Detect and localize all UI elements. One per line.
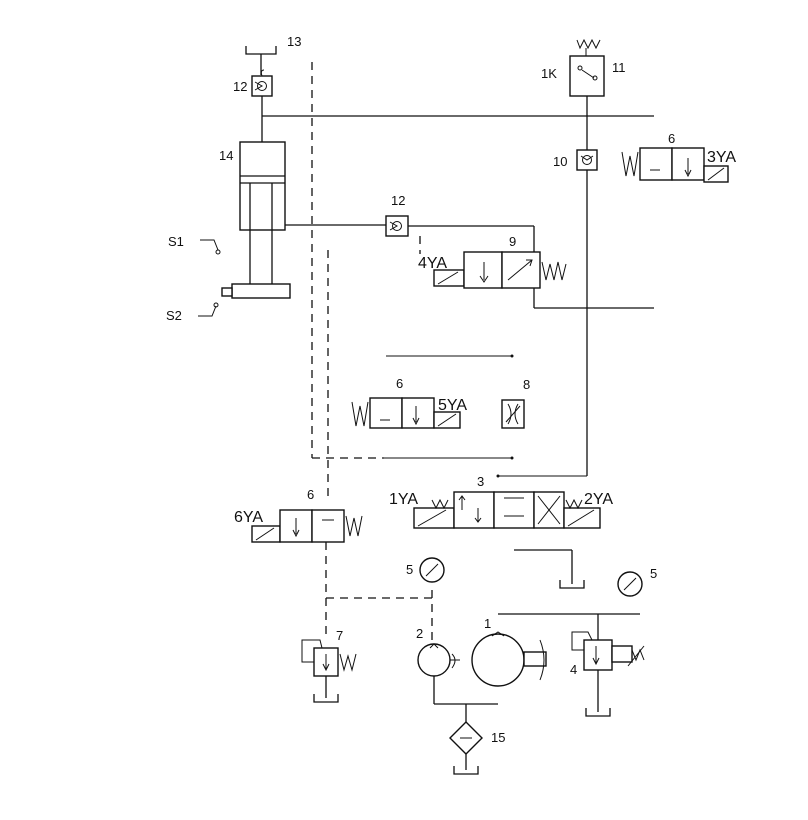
pressure-gauge-5-left (419, 557, 445, 583)
tank-13 (245, 46, 277, 75)
label-2ya: 2YA (584, 491, 613, 508)
label-4ya: 4YA (418, 255, 447, 272)
solenoid-valve-6-3ya (621, 147, 729, 183)
label-14: 14 (219, 148, 233, 163)
cylinder-14 (221, 141, 291, 299)
label-1k: 1K (541, 66, 557, 81)
solenoid-valve-6-6ya (251, 509, 363, 543)
label-13: 13 (287, 34, 301, 49)
label-10: 10 (553, 154, 567, 169)
label-12-middle: 12 (391, 193, 405, 208)
limit-switch-s1 (200, 239, 221, 255)
pressure-switch-11 (569, 38, 605, 97)
filter-15 (449, 721, 483, 775)
label-4: 4 (570, 662, 577, 677)
check-valve-12-top (251, 69, 273, 97)
label-5ya: 5YA (438, 397, 467, 414)
label-8: 8 (523, 377, 530, 392)
limit-switch-s2 (198, 302, 219, 317)
relief-valve-4 (571, 631, 645, 717)
label-11: 11 (612, 60, 626, 75)
relief-valve-7 (301, 639, 357, 703)
pump-2 (417, 643, 460, 704)
label-3: 3 (477, 474, 484, 489)
label-s1: S1 (168, 234, 184, 249)
label-6-bottom: 6 (307, 487, 314, 502)
label-5-right: 5 (650, 566, 657, 581)
pressure-gauge-5-right (617, 571, 643, 597)
label-7: 7 (336, 628, 343, 643)
solenoid-valve-6-5ya (351, 397, 461, 429)
label-9: 9 (509, 234, 516, 249)
label-6ya: 6YA (234, 509, 263, 526)
label-3ya: 3YA (707, 149, 736, 166)
throttle-valve-8 (501, 399, 525, 429)
check-valve-12-middle (385, 215, 409, 237)
label-s2: S2 (166, 308, 182, 323)
check-valve-10 (576, 149, 598, 171)
label-1ya: 1YA (389, 491, 418, 508)
label-6-middle: 6 (396, 376, 403, 391)
label-5-left: 5 (406, 562, 413, 577)
label-15: 15 (491, 730, 505, 745)
motor-1 (471, 631, 547, 687)
label-1: 1 (484, 616, 491, 631)
label-6-top: 6 (668, 131, 675, 146)
label-12-top: 12 (233, 79, 247, 94)
solenoid-valve-9-4ya (433, 251, 567, 289)
label-2: 2 (416, 626, 423, 641)
directional-valve-3 (413, 491, 601, 529)
